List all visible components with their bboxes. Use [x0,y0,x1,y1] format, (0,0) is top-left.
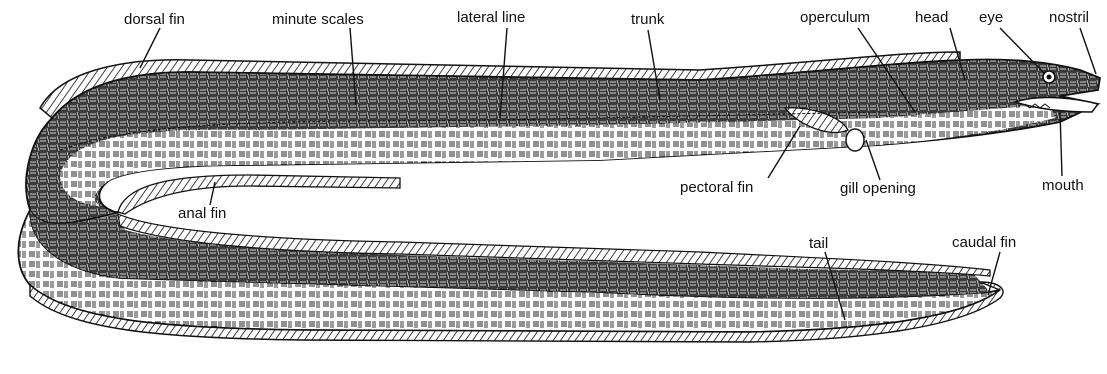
label-nostril: nostril [1049,9,1089,26]
label-anal-fin: anal fin [178,205,226,222]
label-trunk: trunk [631,11,665,28]
label-mouth: mouth [1042,177,1084,194]
label-caudal-fin: caudal fin [952,234,1016,251]
gill-opening-shape [846,129,864,151]
label-operculum: operculum [800,9,870,26]
label-lateral-line: lateral line [457,9,525,26]
label-head: head [915,9,948,26]
label-gill-opening: gill opening [840,180,916,197]
label-dorsal-fin: dorsal fin [124,11,185,28]
label-pectoral-fin: pectoral fin [680,179,753,196]
label-minute-scales: minute scales [272,11,364,28]
label-tail: tail [809,235,828,252]
anal-fin-shape [118,175,400,214]
label-eye: eye [979,9,1003,26]
